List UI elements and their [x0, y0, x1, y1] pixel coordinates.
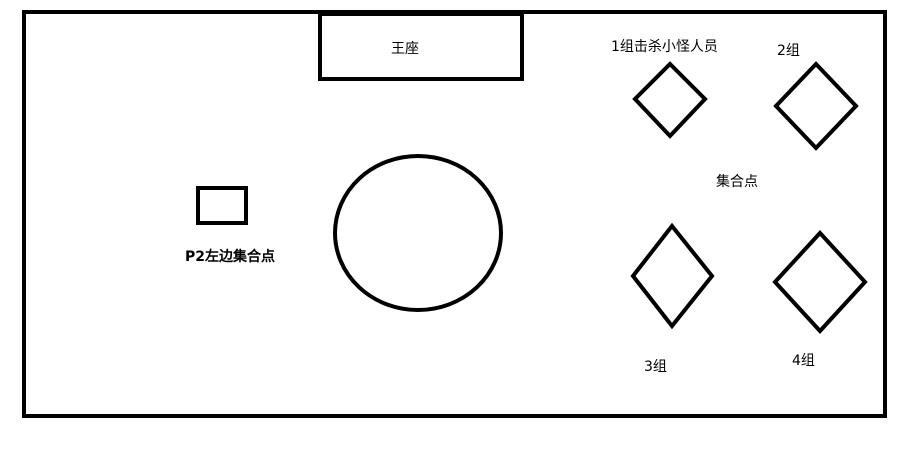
group2-label: 2组	[777, 43, 800, 59]
center-circle	[333, 154, 503, 312]
p2-left-marker	[196, 186, 248, 225]
arena-boundary	[22, 10, 887, 418]
group4-label: 4组	[792, 353, 815, 369]
throne-box	[318, 12, 524, 81]
p2-left-gathering-label: P2左边集合点	[185, 249, 276, 265]
group4-diamond	[772, 230, 868, 334]
group3-diamond	[630, 222, 715, 330]
throne-label: 王座	[391, 41, 419, 57]
group3-label: 3组	[644, 359, 667, 375]
group1-label: 1组击杀小怪人员	[611, 39, 718, 55]
group2-diamond	[773, 61, 859, 151]
gathering-point-label: 集合点	[716, 174, 758, 190]
group1-diamond	[632, 61, 708, 139]
